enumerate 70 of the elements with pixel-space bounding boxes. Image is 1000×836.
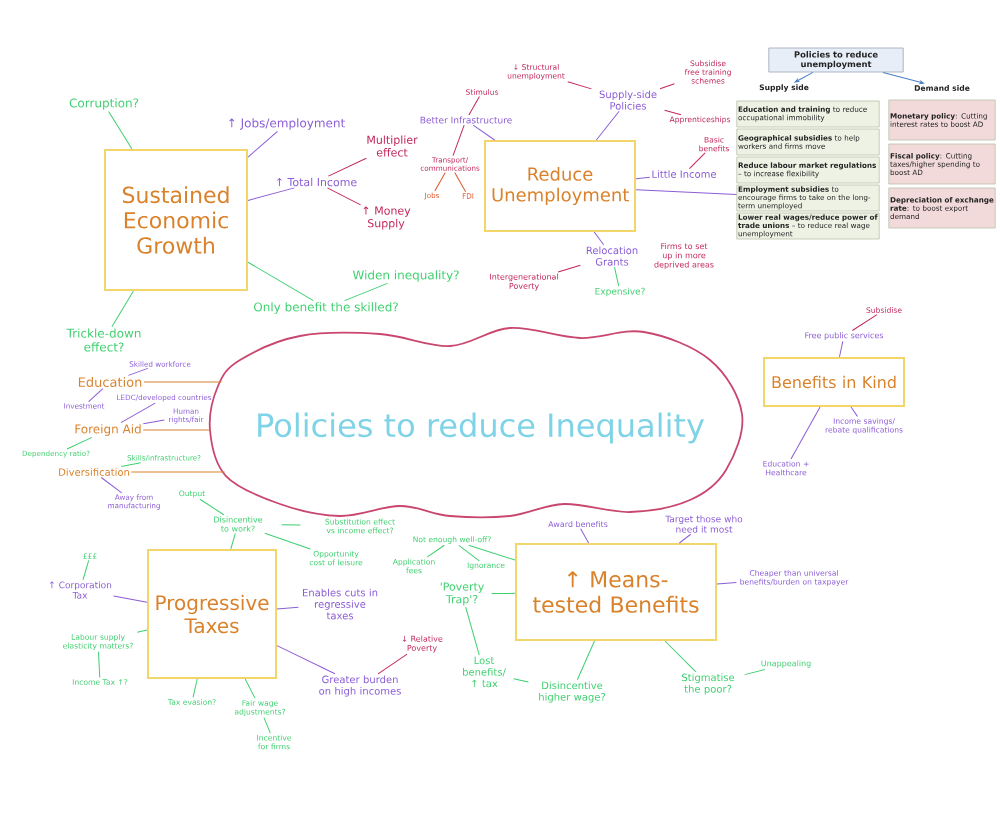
connector-line: [426, 544, 445, 558]
connector-line: [192, 678, 198, 698]
arrow: [794, 71, 814, 83]
connector-line: [281, 524, 301, 526]
connector-line: [98, 651, 101, 679]
connector-line: [595, 110, 620, 141]
connector-line: [143, 381, 222, 383]
connector-line: [678, 533, 692, 544]
connector-line: [850, 406, 858, 417]
topic-box: Benefits in Kind: [763, 357, 905, 407]
connector-line: [113, 595, 148, 603]
connector-line: [276, 645, 336, 675]
connector-line: [244, 678, 256, 699]
connector-line: [744, 669, 766, 676]
connector-line: [580, 528, 590, 544]
connector-line: [790, 406, 821, 460]
connector-line: [838, 341, 844, 358]
connector-line: [454, 171, 467, 193]
connector-line: [247, 261, 314, 302]
connector-line: [230, 532, 236, 550]
connector-line: [247, 130, 278, 158]
topic-box: Sustained Economic Growth: [104, 149, 248, 291]
connector-line: [468, 96, 480, 116]
connector-line: [326, 187, 362, 206]
connector-line: [127, 367, 149, 376]
topic-box: Progressive Taxes: [147, 549, 277, 679]
connector-line: [263, 717, 271, 734]
connector-line: [614, 266, 620, 287]
connector-line: [136, 629, 148, 633]
connector-line: [344, 282, 388, 302]
topic-box: ↑ Means-tested Benefits: [515, 543, 717, 641]
connector-line: [465, 606, 480, 656]
connector-line: [377, 653, 408, 675]
connector-line: [111, 290, 134, 328]
connector-line: [458, 544, 480, 562]
connector-line: [120, 402, 156, 424]
connector-line: [120, 462, 142, 468]
connector-line: [472, 124, 495, 141]
topic-box: Reduce Unemployment: [484, 140, 636, 232]
connector-line: [434, 171, 446, 192]
connector-line: [327, 157, 367, 177]
connector-line: [247, 187, 295, 201]
connector-line: [142, 419, 165, 425]
arrow: [882, 71, 924, 84]
connector-line: [88, 388, 104, 403]
connector-line: [567, 81, 592, 90]
connector-line: [659, 83, 675, 90]
connector-line: [100, 477, 123, 494]
connector-line: [82, 559, 90, 581]
connector-line: [557, 264, 581, 273]
connector-line: [108, 110, 133, 150]
connector-line: [468, 544, 516, 561]
connector-line: [716, 582, 737, 585]
connector-line: [491, 592, 516, 595]
connector-line: [576, 640, 595, 681]
connector-line: [276, 606, 299, 610]
connector-line: [664, 640, 697, 673]
connector-line: [664, 109, 682, 116]
connector-line: [635, 176, 651, 180]
connector-line: [452, 124, 465, 157]
connector-line: [851, 314, 878, 332]
connector-line: [66, 436, 93, 450]
connector-line: [593, 231, 605, 246]
connector-line: [142, 429, 211, 431]
connector-line: [199, 498, 225, 516]
connector-line: [689, 152, 706, 170]
connector-line: [130, 471, 226, 473]
connector-line: [264, 532, 311, 550]
connector-line: [635, 189, 737, 196]
connector-line: [513, 678, 529, 683]
